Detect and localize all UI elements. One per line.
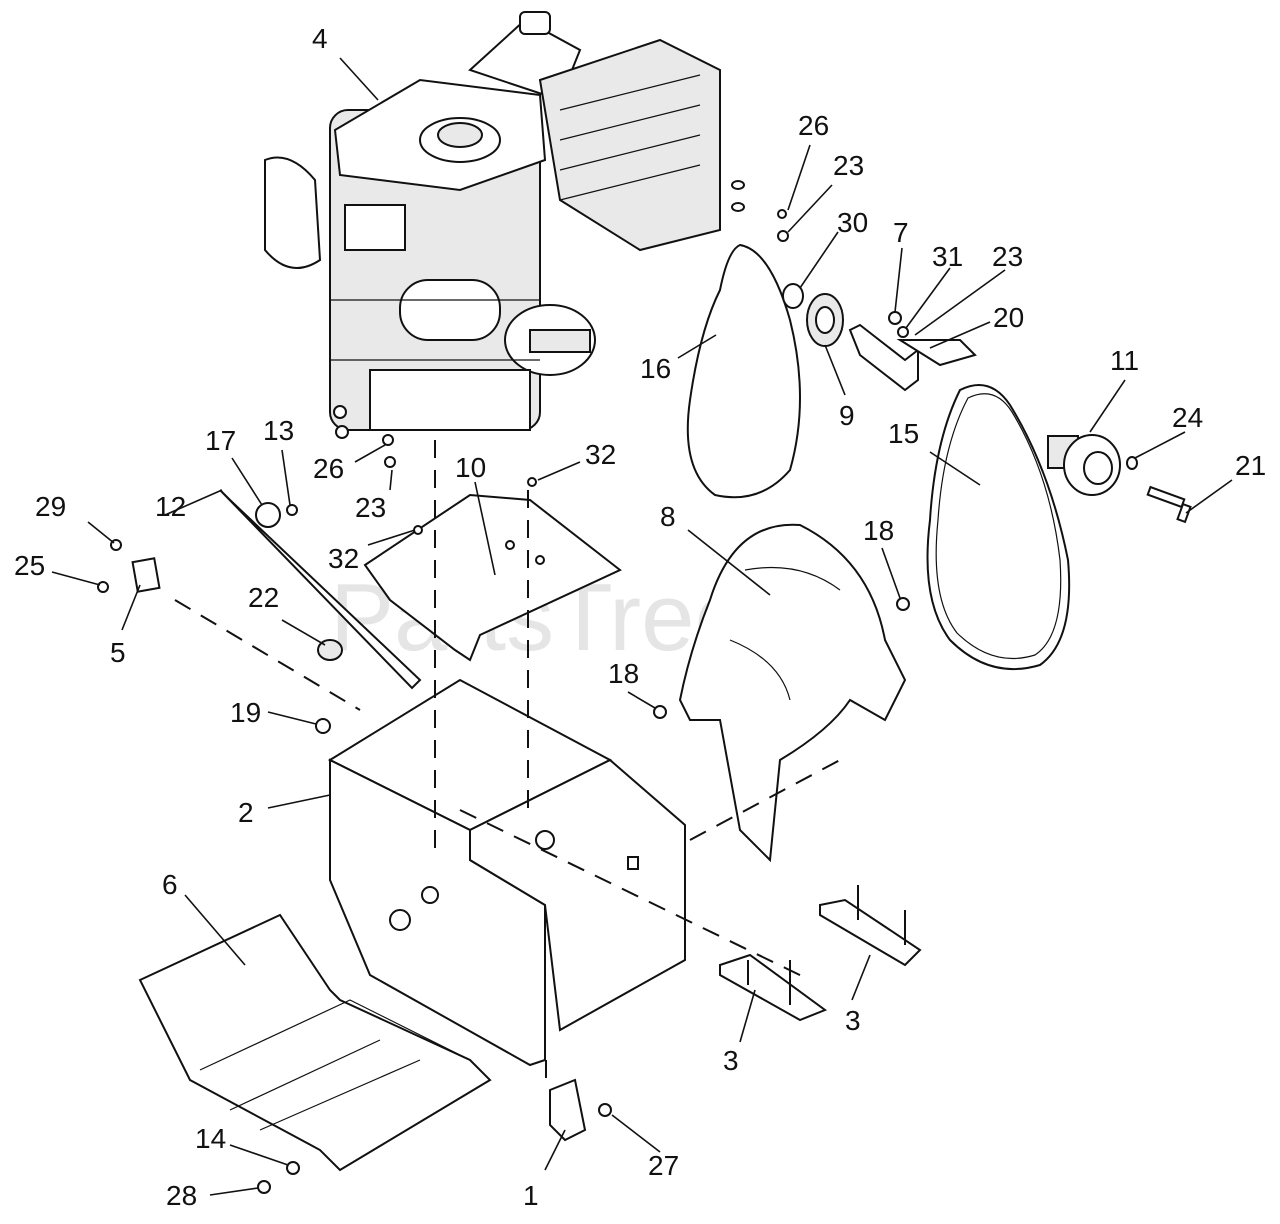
callout-15: 15: [888, 418, 919, 449]
bolt-21-part: [1146, 485, 1192, 524]
callout-27: 27: [648, 1150, 679, 1181]
idler-pulley-9-part: [806, 293, 844, 347]
bottom-pan-6-part: [138, 913, 492, 1172]
callout-22: 22: [248, 582, 279, 613]
callout-18: 18: [608, 658, 639, 689]
engine-plate-10-part: [363, 493, 622, 662]
callout-11: 11: [1110, 345, 1139, 376]
idler-bracket-20-part: [848, 323, 919, 392]
callout-6: 6: [162, 869, 178, 900]
washer-26-upper-part: [777, 209, 787, 219]
callout-9: 9: [839, 400, 855, 431]
callout-4: 4: [312, 23, 328, 54]
callout-8: 8: [660, 501, 676, 532]
callout-7: 7: [893, 217, 909, 248]
callout-23: 23: [355, 492, 386, 523]
callout-30: 30: [837, 207, 868, 238]
screw-18-left-part: [653, 705, 667, 719]
callout-26: 26: [313, 453, 344, 484]
belt-16-part: [686, 243, 801, 499]
callout-2: 2: [238, 797, 254, 828]
screw-18-right-part: [896, 597, 910, 611]
nut-25-part: [97, 581, 109, 593]
frame-2-part: [327, 678, 686, 1067]
bracket-5-part: [131, 557, 161, 593]
callout-10: 10: [455, 452, 486, 483]
callout-5: 5: [110, 637, 126, 668]
alignment-lines: [174, 440, 841, 1090]
rod-12-part: [219, 489, 422, 690]
engine-part: [264, 11, 745, 439]
washer-13-part: [286, 504, 298, 516]
engine-pulley-11-part: [1047, 434, 1121, 496]
callout-12: 12: [155, 491, 186, 522]
belt-cover-8-part: [678, 523, 907, 863]
callout-29: 29: [35, 491, 66, 522]
bracket-3-left-part: [719, 953, 828, 1022]
callout-13: 13: [263, 415, 294, 446]
nut-23-upper-part: [777, 230, 789, 242]
callout-25: 25: [14, 550, 45, 581]
nut-7-part: [888, 311, 902, 325]
callout-24: 24: [1172, 402, 1203, 433]
bolt-19-part: [315, 718, 331, 734]
callout-23: 23: [992, 241, 1023, 272]
callout-17: 17: [205, 425, 236, 456]
washer-31-part: [897, 326, 909, 338]
callout-28: 28: [166, 1180, 197, 1211]
belt-15-part: [926, 384, 1071, 671]
callout-26: 26: [798, 110, 829, 141]
washer-26-lower-part: [382, 434, 394, 446]
callout-3: 3: [845, 1005, 861, 1036]
callout-14: 14: [195, 1123, 226, 1154]
bracket-3-right-part: [819, 898, 922, 967]
washer-24-part: [1126, 456, 1138, 470]
callout-3: 3: [723, 1045, 739, 1076]
nut-14-part: [286, 1161, 300, 1175]
callout-18: 18: [863, 515, 894, 546]
callout-19: 19: [230, 697, 261, 728]
callout-32: 32: [585, 439, 616, 470]
pulley-17-part: [255, 502, 281, 528]
callout-23: 23: [833, 150, 864, 181]
callout-16: 16: [640, 353, 671, 384]
spacer-30-part: [782, 283, 804, 309]
callout-20: 20: [993, 302, 1024, 333]
nut-23-lower-part: [384, 456, 396, 468]
nut-27-part: [598, 1103, 612, 1117]
leader-lines: [51, 57, 1233, 1196]
callout-32: 32: [328, 543, 359, 574]
screw-32-lower-part: [413, 525, 423, 535]
bolt-28-part: [257, 1180, 271, 1194]
callout-31: 31: [932, 241, 963, 272]
callout-21: 21: [1235, 450, 1266, 481]
callout-1: 1: [523, 1180, 539, 1211]
screw-32-upper-part: [527, 477, 537, 487]
callout-labels: 4 26 23 30 7 31 23 20 16 9 11 24 21 15 1…: [14, 23, 1266, 1211]
bracket-1-part: [549, 1078, 587, 1142]
